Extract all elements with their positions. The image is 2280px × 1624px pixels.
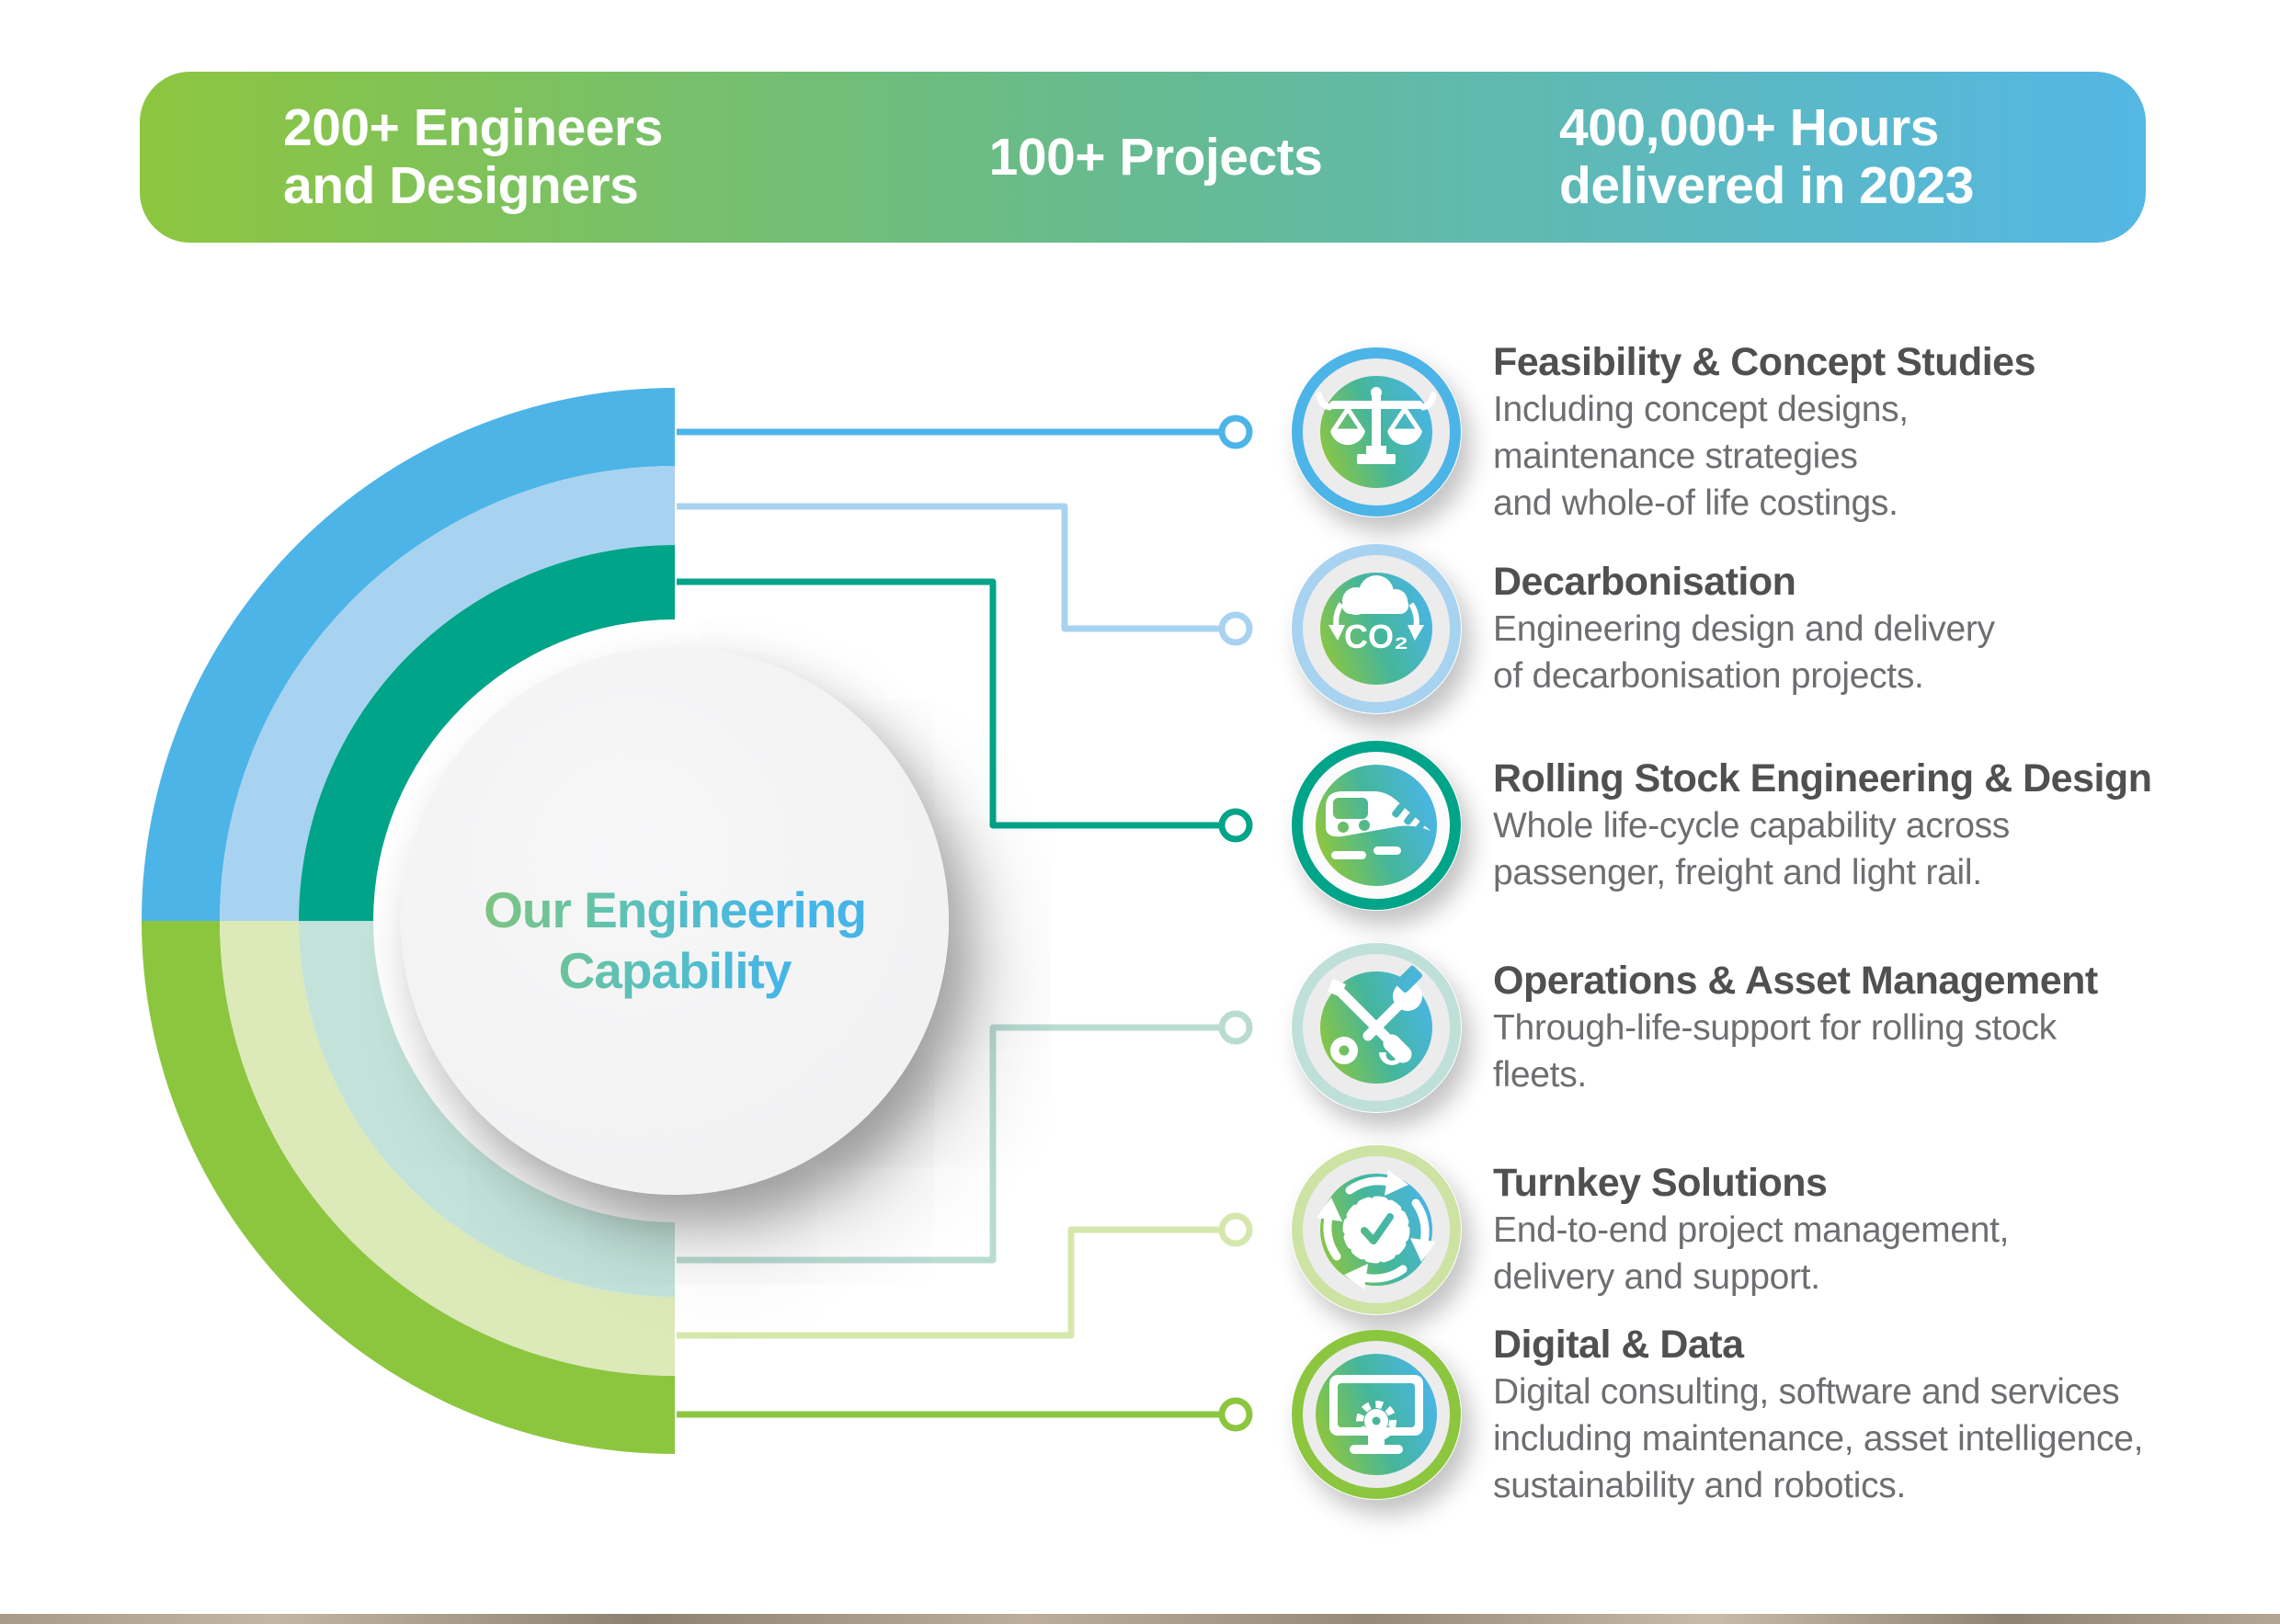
capability-title: Rolling Stock Engineering & Design (1493, 756, 2152, 801)
capability-row-digital: Digital & Data Digital consulting, softw… (1291, 1323, 2143, 1505)
capability-title: Feasibility & Concept Studies (1493, 339, 2036, 384)
stat-engineers: 200+ Engineers and Designers (283, 72, 663, 243)
donut-arc-bottom-middle-palegreen (220, 921, 675, 1376)
connector-endpoint-digital (1218, 1397, 1253, 1432)
co2-label: CO₂ (1344, 618, 1408, 655)
capability-row-decarbonisation: CO₂ Decarbonisation Engineering design a… (1291, 543, 1995, 714)
center-title: Our Engineering Capability (484, 841, 866, 1001)
monitor-gear-icon (1291, 1329, 1462, 1500)
co2-cloud-icon: CO₂ (1291, 543, 1462, 714)
train-icon (1291, 740, 1462, 911)
capability-row-operations: Operations & Asset Management Through-li… (1291, 942, 2098, 1113)
stat-hours-line1: 400,000+ Hours (1559, 98, 1939, 157)
connector-endpoint-turnkey (1218, 1212, 1253, 1247)
connector-line-decarbonisation (677, 503, 1222, 632)
capability-title: Digital & Data (1493, 1322, 1744, 1367)
connector-endpoint-operations (1218, 1010, 1253, 1045)
capability-description: Whole life-cycle capability across passe… (1493, 806, 2011, 892)
capability-description: End-to-end project management, delivery … (1493, 1210, 2010, 1297)
capability-title: Operations & Asset Management (1493, 959, 2098, 1003)
capability-row-feasibility: Feasibility & Concept Studies Including … (1291, 340, 2036, 523)
scales-icon (1291, 346, 1462, 517)
donut-arc-top-inner-teal (299, 545, 675, 921)
bottom-photo-strip (0, 1614, 2280, 1624)
stat-hours-line2: delivered in 2023 (1559, 156, 1974, 215)
capability-row-turnkey: Turnkey Solutions End-to-end project man… (1291, 1144, 2009, 1315)
stat-engineers-line1: 200+ Engineers (283, 98, 663, 157)
capability-description: Engineering design and delivery of decar… (1493, 609, 1995, 696)
donut-arc-top-outer-blue (142, 388, 675, 921)
capability-description: Digital consulting, software and service… (1493, 1371, 2144, 1505)
center-title-line2: Capability (558, 942, 792, 999)
connector-endpoint-decarbonisation (1218, 611, 1253, 646)
gear-cycle-icon (1291, 1144, 1462, 1315)
stat-engineers-line2: and Designers (283, 156, 639, 215)
donut-arc-bottom-outer-green (142, 921, 675, 1454)
stat-hours: 400,000+ Hours delivered in 2023 (1559, 72, 1974, 243)
connector-line-turnkey (677, 1226, 1222, 1339)
connector-line-operations (677, 1024, 1222, 1264)
stat-projects-line1: 100+ Projects (988, 127, 1323, 187)
center-title-line1: Our Engineering (484, 881, 866, 938)
capability-description: Including concept designs, maintenance s… (1493, 389, 1909, 523)
connector-endpoint-rollingstock (1218, 808, 1253, 843)
tools-icon (1291, 942, 1462, 1113)
capability-title: Decarbonisation (1493, 560, 1796, 604)
connector-line-rollingstock (677, 578, 1222, 829)
capability-description: Through-life-support for rolling stock f… (1493, 1008, 2057, 1095)
capability-title: Turnkey Solutions (1493, 1161, 1828, 1205)
donut-arc-top-middle-lightblue (220, 466, 675, 921)
stats-banner: 200+ Engineers and Designers 100+ Projec… (140, 72, 2146, 243)
stat-projects: 100+ Projects (989, 72, 1323, 243)
center-circle: Our Engineering Capability (401, 647, 949, 1195)
capability-row-rollingstock: Rolling Stock Engineering & Design Whole… (1291, 740, 2152, 911)
donut-arc-bottom-inner-paleteal (299, 921, 675, 1297)
connector-endpoint-feasibility (1218, 415, 1253, 449)
